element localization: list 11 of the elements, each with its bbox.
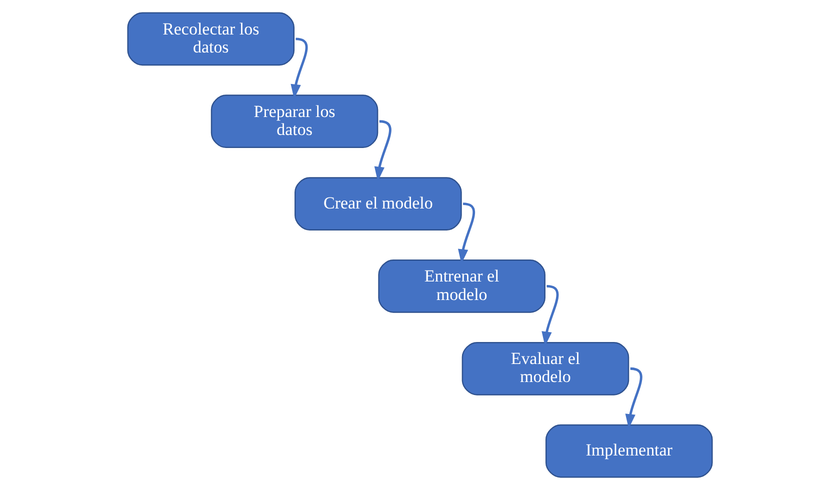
node-box: Implementar	[545, 424, 713, 478]
arrow	[542, 285, 559, 346]
node-box: Recolectar los datos	[127, 12, 295, 66]
node-box: Entrenar el modelo	[378, 260, 546, 313]
arrow	[458, 202, 475, 264]
arrow	[374, 120, 392, 182]
node-box: Evaluar el modelo	[462, 342, 630, 396]
node-box: Crear el modelo	[294, 177, 462, 230]
arrow	[625, 367, 642, 429]
arrow	[290, 38, 308, 99]
node-box: Preparar los datos	[210, 94, 378, 148]
